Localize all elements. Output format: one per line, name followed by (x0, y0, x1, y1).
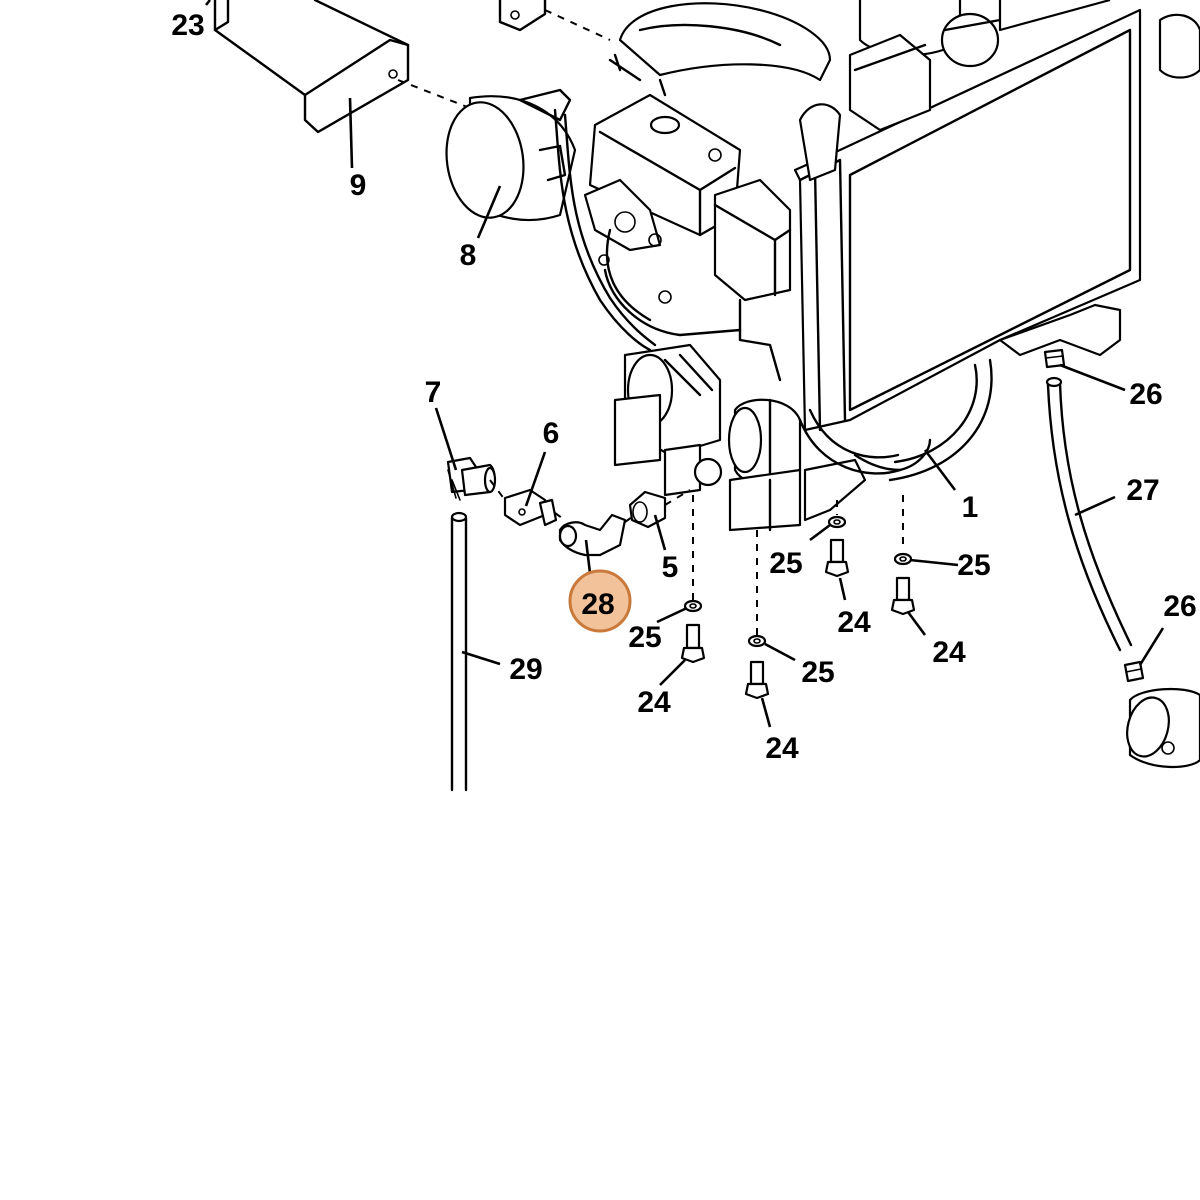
callout-1[interactable]: 1 (962, 491, 979, 524)
hose-27 (1045, 376, 1133, 652)
callout-6[interactable]: 6 (543, 417, 560, 450)
leader-lines (204, 0, 1165, 728)
callout-24-a[interactable]: 24 (637, 686, 671, 719)
callout-25-a[interactable]: 25 (628, 621, 661, 654)
fitting-nut-6 (503, 488, 558, 527)
callout-24-d[interactable]: 24 (765, 732, 799, 765)
callout-7[interactable]: 7 (425, 376, 442, 409)
item-28-highlight (568, 569, 632, 633)
callout-5[interactable]: 5 (662, 551, 679, 584)
callout-24-b[interactable]: 24 (837, 606, 871, 639)
callout-27[interactable]: 27 (1126, 474, 1159, 507)
callout-24-c[interactable]: 24 (932, 636, 966, 669)
breather-tube (518, 88, 657, 352)
callout-29[interactable]: 29 (509, 653, 542, 686)
callout-26-bottom[interactable]: 26 (1163, 590, 1196, 623)
callout-9[interactable]: 9 (350, 169, 367, 202)
air-filter-canister (445, 95, 577, 222)
callout-28[interactable]: 28 (581, 588, 614, 621)
callout-25-b[interactable]: 25 (769, 547, 802, 580)
callout-25-d[interactable]: 25 (801, 656, 834, 689)
elbow-hose-28 (558, 513, 627, 557)
callout-26-top[interactable]: 26 (1129, 378, 1162, 411)
engine-assembly (583, 0, 1200, 532)
bolt-24 (680, 538, 916, 700)
fitting-nut-5 (628, 490, 667, 529)
mounting-bracket (213, 0, 547, 134)
washer-25 (683, 515, 913, 648)
callout-8[interactable]: 8 (460, 239, 477, 272)
clamp-26 (1043, 348, 1145, 683)
callout-23[interactable]: 23 (171, 9, 204, 42)
callout-25-c[interactable]: 25 (957, 549, 990, 582)
fuel-filter (1126, 687, 1200, 769)
